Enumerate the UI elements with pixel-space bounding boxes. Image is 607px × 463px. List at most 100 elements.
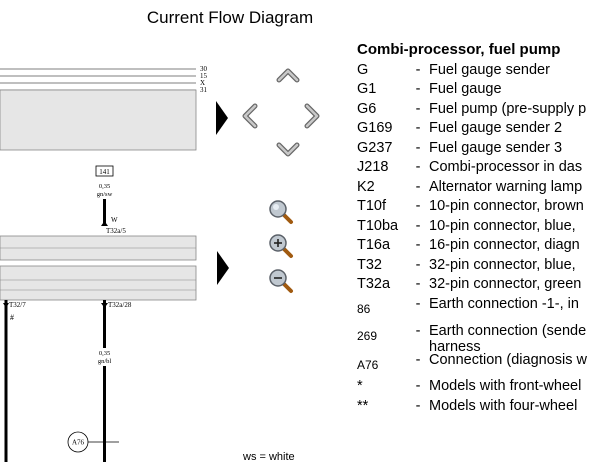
lower-wire-size: 0,35 bbox=[99, 350, 110, 357]
chevron-down-icon bbox=[276, 142, 300, 157]
nav-up-button[interactable] bbox=[276, 66, 300, 84]
pin-w: W bbox=[111, 216, 118, 224]
legend-code: G bbox=[357, 62, 369, 78]
legend-dash: - bbox=[415, 378, 421, 394]
legend-dash: - bbox=[415, 296, 421, 312]
legend-dash: - bbox=[415, 120, 421, 136]
pin-t32a-28: T32a/28 bbox=[108, 301, 132, 309]
legend-item: A76 -Connection (diagnosis w bbox=[357, 352, 587, 372]
legend-code: T10ba bbox=[357, 218, 399, 234]
legend-code: G1 bbox=[357, 81, 377, 97]
legend-item: G1-Fuel gauge bbox=[357, 81, 502, 97]
legend-item: ** -Models with four-wheel bbox=[357, 398, 577, 414]
legend-code: T16a bbox=[357, 237, 391, 253]
legend-code: * bbox=[357, 378, 363, 394]
zoom-in-icon bbox=[269, 234, 293, 258]
legend-item: G169-Fuel gauge sender 2 bbox=[357, 120, 562, 136]
legend-item: T32 -32-pin connector, blue, bbox=[357, 257, 576, 273]
legend-desc: 16-pin connector, diagn bbox=[429, 237, 580, 253]
legend-item: T10ba-10-pin connector, blue, bbox=[357, 218, 576, 234]
legend-item: * -Models with front-wheel bbox=[357, 378, 581, 394]
legend-item: T16a-16-pin connector, diagn bbox=[357, 237, 580, 253]
fuse-label: 141 bbox=[99, 168, 110, 176]
magnifier-icon bbox=[269, 200, 293, 224]
legend-code: ** bbox=[357, 398, 369, 414]
legend-code: 269 bbox=[357, 329, 378, 343]
bus-labels: 30 15 X 31 bbox=[200, 65, 208, 94]
legend-item: 86 -Earth connection -1-, in bbox=[357, 296, 579, 316]
bus-label-30: 30 bbox=[200, 65, 208, 73]
upper-wire-arrow bbox=[101, 221, 108, 226]
legend-item: K2 -Alternator warning lamp bbox=[357, 179, 582, 195]
legend-desc: Models with front-wheel bbox=[429, 378, 582, 394]
legend-desc: 10-pin connector, blue, bbox=[429, 218, 576, 234]
nav-right-button[interactable] bbox=[302, 103, 322, 129]
chevron-up-icon bbox=[276, 68, 300, 83]
lower-wire-color: gn/bl bbox=[98, 358, 112, 365]
legend-item: G-Fuel gauge sender bbox=[357, 62, 550, 78]
legend-item: T10f-10-pin connector, brown bbox=[357, 198, 584, 214]
component-block-lower bbox=[0, 265, 197, 301]
zoom-in-button[interactable] bbox=[268, 233, 294, 259]
legend-code: G237 bbox=[357, 140, 393, 156]
page-title: Current Flow Diagram bbox=[146, 8, 314, 27]
connection-a76-label: A76 bbox=[72, 439, 85, 447]
color-key-note: ws = white bbox=[243, 451, 295, 463]
pin-t32a5: T32a/5 bbox=[106, 227, 126, 235]
nav-left-button[interactable] bbox=[240, 103, 260, 129]
legend-desc: Models with four-wheel bbox=[429, 398, 578, 414]
legend-desc: Earth connection -1-, in bbox=[429, 296, 579, 312]
legend-code: G169 bbox=[357, 120, 393, 136]
legend-dash: - bbox=[415, 276, 421, 292]
bus-label-15: 15 bbox=[200, 72, 208, 80]
pager-arrow-upper[interactable] bbox=[216, 101, 228, 135]
legend-dash: - bbox=[415, 81, 421, 97]
legend-desc: 32-pin connector, blue, bbox=[429, 257, 576, 273]
legend-code: K2 bbox=[357, 179, 375, 195]
legend-dash: - bbox=[415, 140, 421, 156]
legend-title: Combi-processor, fuel pump bbox=[357, 41, 561, 58]
legend-item: T32a -32-pin connector, green bbox=[357, 276, 581, 292]
legend-item: G237-Fuel gauge sender 3 bbox=[357, 140, 562, 156]
zoom-fit-button[interactable] bbox=[268, 199, 294, 225]
upper-wire-size: 0,35 bbox=[99, 183, 110, 190]
zoom-out-button[interactable] bbox=[268, 268, 294, 294]
legend-dash: - bbox=[415, 198, 421, 214]
zoom-out-icon bbox=[269, 269, 293, 293]
legend-dash: - bbox=[415, 352, 421, 368]
legend-code: 86 bbox=[357, 302, 371, 316]
chevron-left-icon bbox=[242, 103, 258, 129]
legend-desc: Alternator warning lamp bbox=[429, 179, 583, 195]
power-bus bbox=[0, 68, 196, 91]
legend-code: J218 bbox=[357, 159, 389, 175]
component-block-upper bbox=[0, 89, 197, 151]
legend-code: T32 bbox=[357, 257, 382, 273]
legend-code: A76 bbox=[357, 358, 379, 372]
legend-item: G6-Fuel pump (pre-supply p bbox=[357, 101, 586, 117]
bus-label-31: 31 bbox=[200, 86, 208, 94]
fuse-box bbox=[95, 165, 114, 177]
pin-t32-7: T32/7 bbox=[9, 301, 26, 309]
legend-code: T32a bbox=[357, 276, 391, 292]
legend-dash: - bbox=[415, 257, 421, 273]
legend-desc: Connection (diagnosis w bbox=[429, 352, 587, 368]
legend-desc: 10-pin connector, brown bbox=[429, 198, 584, 214]
legend-desc: 32-pin connector, green bbox=[429, 276, 582, 292]
legend-item: J218 -Combi-processor in das bbox=[357, 159, 582, 175]
legend-dash: - bbox=[415, 159, 421, 175]
legend-dash: - bbox=[415, 218, 421, 234]
legend-dash: - bbox=[415, 179, 421, 195]
pager-arrow-lower[interactable] bbox=[217, 251, 229, 285]
legend-dash: - bbox=[415, 398, 421, 414]
legend-desc: Combi-processor in das bbox=[429, 159, 583, 175]
hash-mark: # bbox=[10, 313, 14, 322]
bus-label-x: X bbox=[200, 79, 205, 87]
upper-wire-color: gn/sw bbox=[97, 191, 113, 198]
nav-down-button[interactable] bbox=[276, 141, 300, 159]
chevron-right-icon bbox=[304, 103, 320, 129]
legend-dash: - bbox=[415, 323, 421, 339]
legend-dash: - bbox=[415, 101, 421, 117]
